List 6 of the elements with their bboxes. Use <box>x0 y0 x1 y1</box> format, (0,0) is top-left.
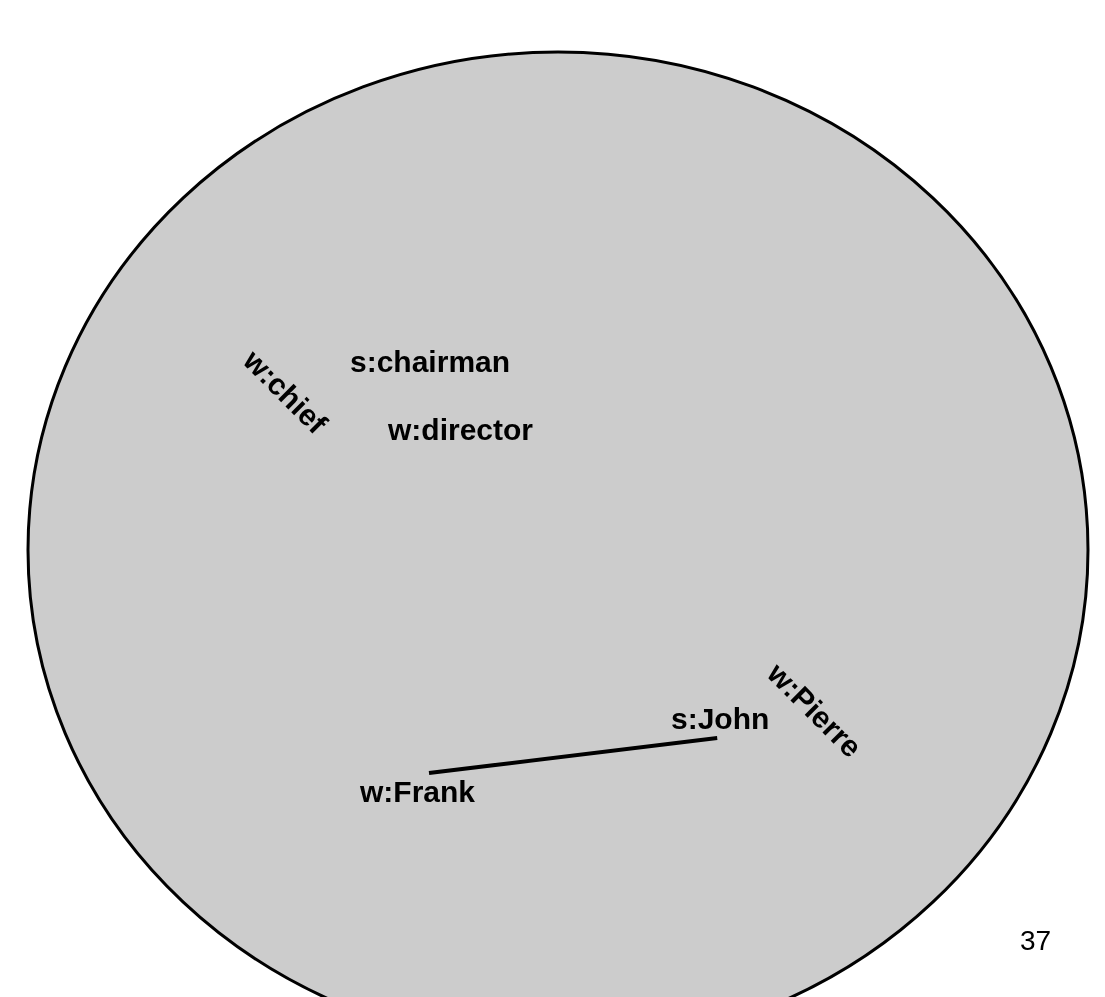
term-text: w:Frank <box>360 773 476 811</box>
term-text: w:director <box>388 411 534 449</box>
term-text: s:John <box>671 700 770 738</box>
connector-line <box>428 736 718 775</box>
term-text: s:chairman <box>350 343 511 381</box>
page-number: 37 <box>1020 924 1052 958</box>
